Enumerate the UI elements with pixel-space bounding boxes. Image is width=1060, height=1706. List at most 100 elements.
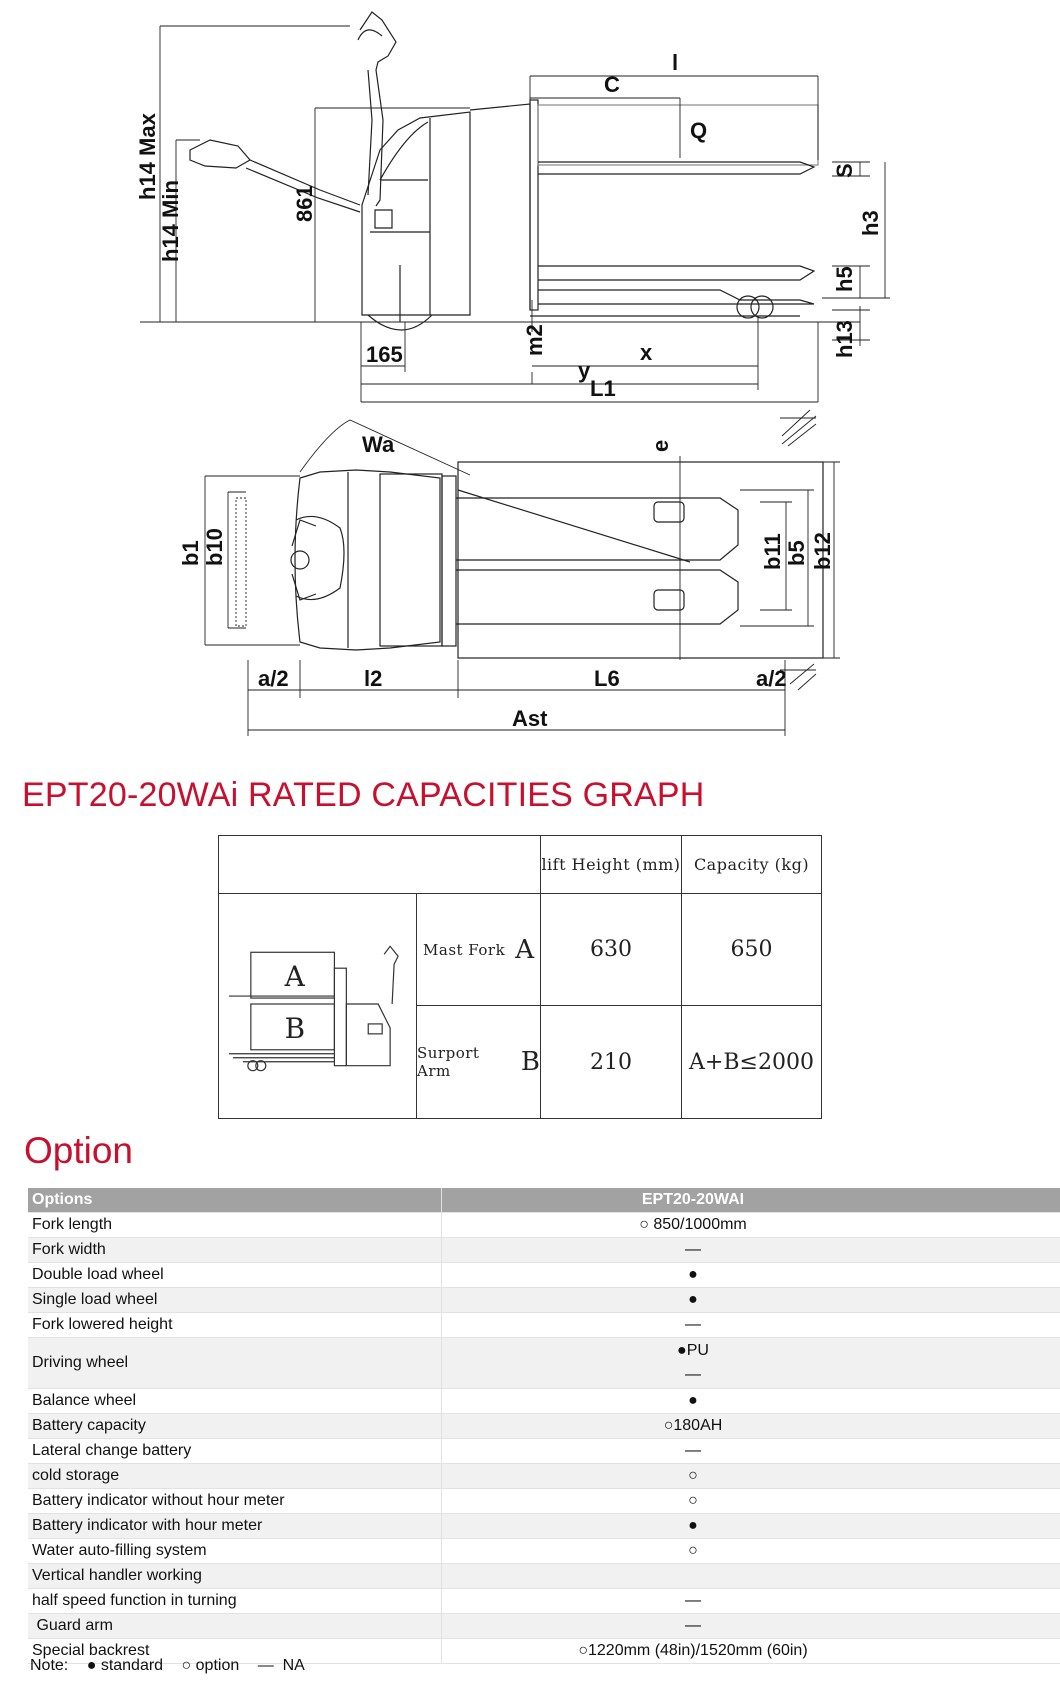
dim-h14-max-label: h14 Max — [135, 112, 160, 200]
table-row: Single load wheel● — [28, 1287, 1060, 1313]
options-header-row: Options EPT20-20WAI — [28, 1188, 1060, 1213]
capacity-row-a-capacity: 650 — [682, 894, 821, 1006]
table-row: Balance wheel● — [28, 1388, 1060, 1414]
option-name: Fork length — [28, 1212, 442, 1238]
dim-b10-label: b10 — [202, 528, 227, 566]
dim-q-label: Q — [690, 118, 707, 143]
dim-wa-label: Wa — [362, 432, 395, 457]
capacity-graph-title: EPT20-20WAi RATED CAPACITIES GRAPH — [22, 776, 705, 814]
dim-h5-label: h5 — [832, 266, 857, 292]
option-name: half speed function in turning — [28, 1588, 442, 1614]
option-value: — — [441, 1312, 1060, 1338]
options-legend-note: Note: ● standard ○ option — NA — [30, 1657, 319, 1675]
dim-c-label: C — [604, 72, 620, 97]
option-value — [441, 1563, 1060, 1589]
option-name: Driving wheel — [28, 1337, 442, 1389]
option-value: ● — [441, 1287, 1060, 1313]
dim-861-label: 861 — [292, 185, 317, 222]
options-title: Option — [24, 1130, 134, 1171]
dim-l2-label: l2 — [364, 666, 382, 691]
capacity-row-b-capacity: A+B≤2000 — [689, 1049, 814, 1075]
capacity-row-b-letter: B — [520, 1047, 540, 1077]
table-row: Water auto-filling system○ — [28, 1538, 1060, 1564]
dim-b5-label: b5 — [784, 540, 809, 566]
option-value: ● — [441, 1388, 1060, 1414]
table-row: Double load wheel● — [28, 1262, 1060, 1288]
option-name: cold storage — [28, 1463, 442, 1489]
table-row: Battery indicator without hour meter○ — [28, 1488, 1060, 1514]
wall-hatch-marks — [780, 409, 817, 691]
dim-a2-left-label: a/2 — [258, 666, 289, 691]
option-value: ●PU — — [441, 1337, 1060, 1389]
capacity-table: lift Height (mm) Capacity (kg) A B Mast … — [218, 835, 822, 1119]
capacity-box-b: B — [285, 1012, 305, 1045]
capacity-row-a-name: Mast Fork — [423, 940, 506, 959]
table-row: Battery capacity○180AH — [28, 1413, 1060, 1439]
option-name: Water auto-filling system — [28, 1538, 442, 1564]
capacity-col-lift-height: lift Height (mm) — [541, 836, 682, 894]
options-header-name: Options — [28, 1188, 442, 1213]
option-name: Battery indicator with hour meter — [28, 1513, 442, 1539]
dim-l-label: l — [672, 50, 678, 75]
capacity-row-b-lift: 210 — [541, 1006, 682, 1118]
capacity-truck-illustration: A B — [219, 894, 417, 1118]
capacity-row-b-label: Surport Arm B — [417, 1006, 541, 1118]
option-name: Battery capacity — [28, 1413, 442, 1439]
table-row: Fork lowered height— — [28, 1312, 1060, 1338]
dim-b11-label: b11 — [760, 533, 785, 570]
table-row: Battery indicator with hour meter● — [28, 1513, 1060, 1539]
option-value: ○ — [441, 1538, 1060, 1564]
note-prefix: Note: — [30, 1657, 69, 1674]
options-table: Options EPT20-20WAI Fork length○ 850/100… — [28, 1188, 1060, 1664]
table-row: Driving wheel ●PU — — [28, 1337, 1060, 1389]
side-view-truck — [189, 11, 819, 331]
option-value-line-1: ●PU — [677, 1342, 709, 1359]
note-na: — NA — [257, 1657, 305, 1674]
capacity-row-a-label: Mast Fork A — [417, 894, 541, 1006]
option-value: — — [441, 1613, 1060, 1639]
technical-drawings: l C Q x y L1 165 S h3 h5 h13 h14 Max h14… — [135, 11, 890, 736]
dim-l1-label: L1 — [590, 376, 616, 401]
dim-s-label: S — [832, 163, 857, 178]
option-value: ○ — [441, 1463, 1060, 1489]
option-value: — — [441, 1237, 1060, 1263]
dim-h13-label: h13 — [832, 320, 857, 358]
dim-y-label: y — [578, 358, 591, 383]
table-row: half speed function in turning— — [28, 1588, 1060, 1614]
options-header-model: EPT20-20WAI — [441, 1188, 1060, 1213]
dim-b1-label: b1 — [178, 540, 203, 566]
option-name: Lateral change battery — [28, 1438, 442, 1464]
option-value: ○ — [441, 1488, 1060, 1514]
option-value: ○180AH — [441, 1413, 1060, 1439]
table-row: Lateral change battery— — [28, 1438, 1060, 1464]
capacity-box-a: A — [284, 960, 306, 993]
table-row: Guard arm— — [28, 1613, 1060, 1639]
dim-x-label: x — [640, 340, 653, 365]
option-value-line-2: — — [685, 1366, 701, 1383]
option-name: Balance wheel — [28, 1388, 442, 1414]
option-value: ○ 850/1000mm — [441, 1212, 1060, 1238]
dim-h3-label: h3 — [858, 210, 883, 236]
dim-e-label: e — [648, 440, 673, 452]
table-row: Fork width— — [28, 1237, 1060, 1263]
dim-m2-label: m2 — [522, 324, 547, 356]
top-view-dimensions — [204, 419, 840, 736]
note-standard: ● standard — [86, 1657, 164, 1674]
dim-165-label: 165 — [366, 342, 403, 367]
option-name: Vertical handler working — [28, 1563, 442, 1589]
option-value: ● — [441, 1513, 1060, 1539]
option-name: Special backrest — [28, 1638, 442, 1664]
capacity-col-capacity: Capacity (kg) — [682, 836, 821, 894]
option-name: Battery indicator without hour meter — [28, 1488, 442, 1514]
option-name: Fork lowered height — [28, 1312, 442, 1338]
option-value: ○1220mm (48in)/1520mm (60in) — [441, 1638, 1060, 1664]
table-row: cold storage○ — [28, 1463, 1060, 1489]
capacity-header-blank — [219, 836, 541, 894]
capacity-row-a-lift: 630 — [541, 894, 682, 1006]
top-view-truck — [290, 461, 824, 659]
option-name: Fork width — [28, 1237, 442, 1263]
table-row: Special backrest○1220mm (48in)/1520mm (6… — [28, 1638, 1060, 1664]
truck-sketch: A B — [228, 945, 399, 1072]
side-view-dimensions — [140, 25, 890, 403]
option-value: ● — [441, 1262, 1060, 1288]
